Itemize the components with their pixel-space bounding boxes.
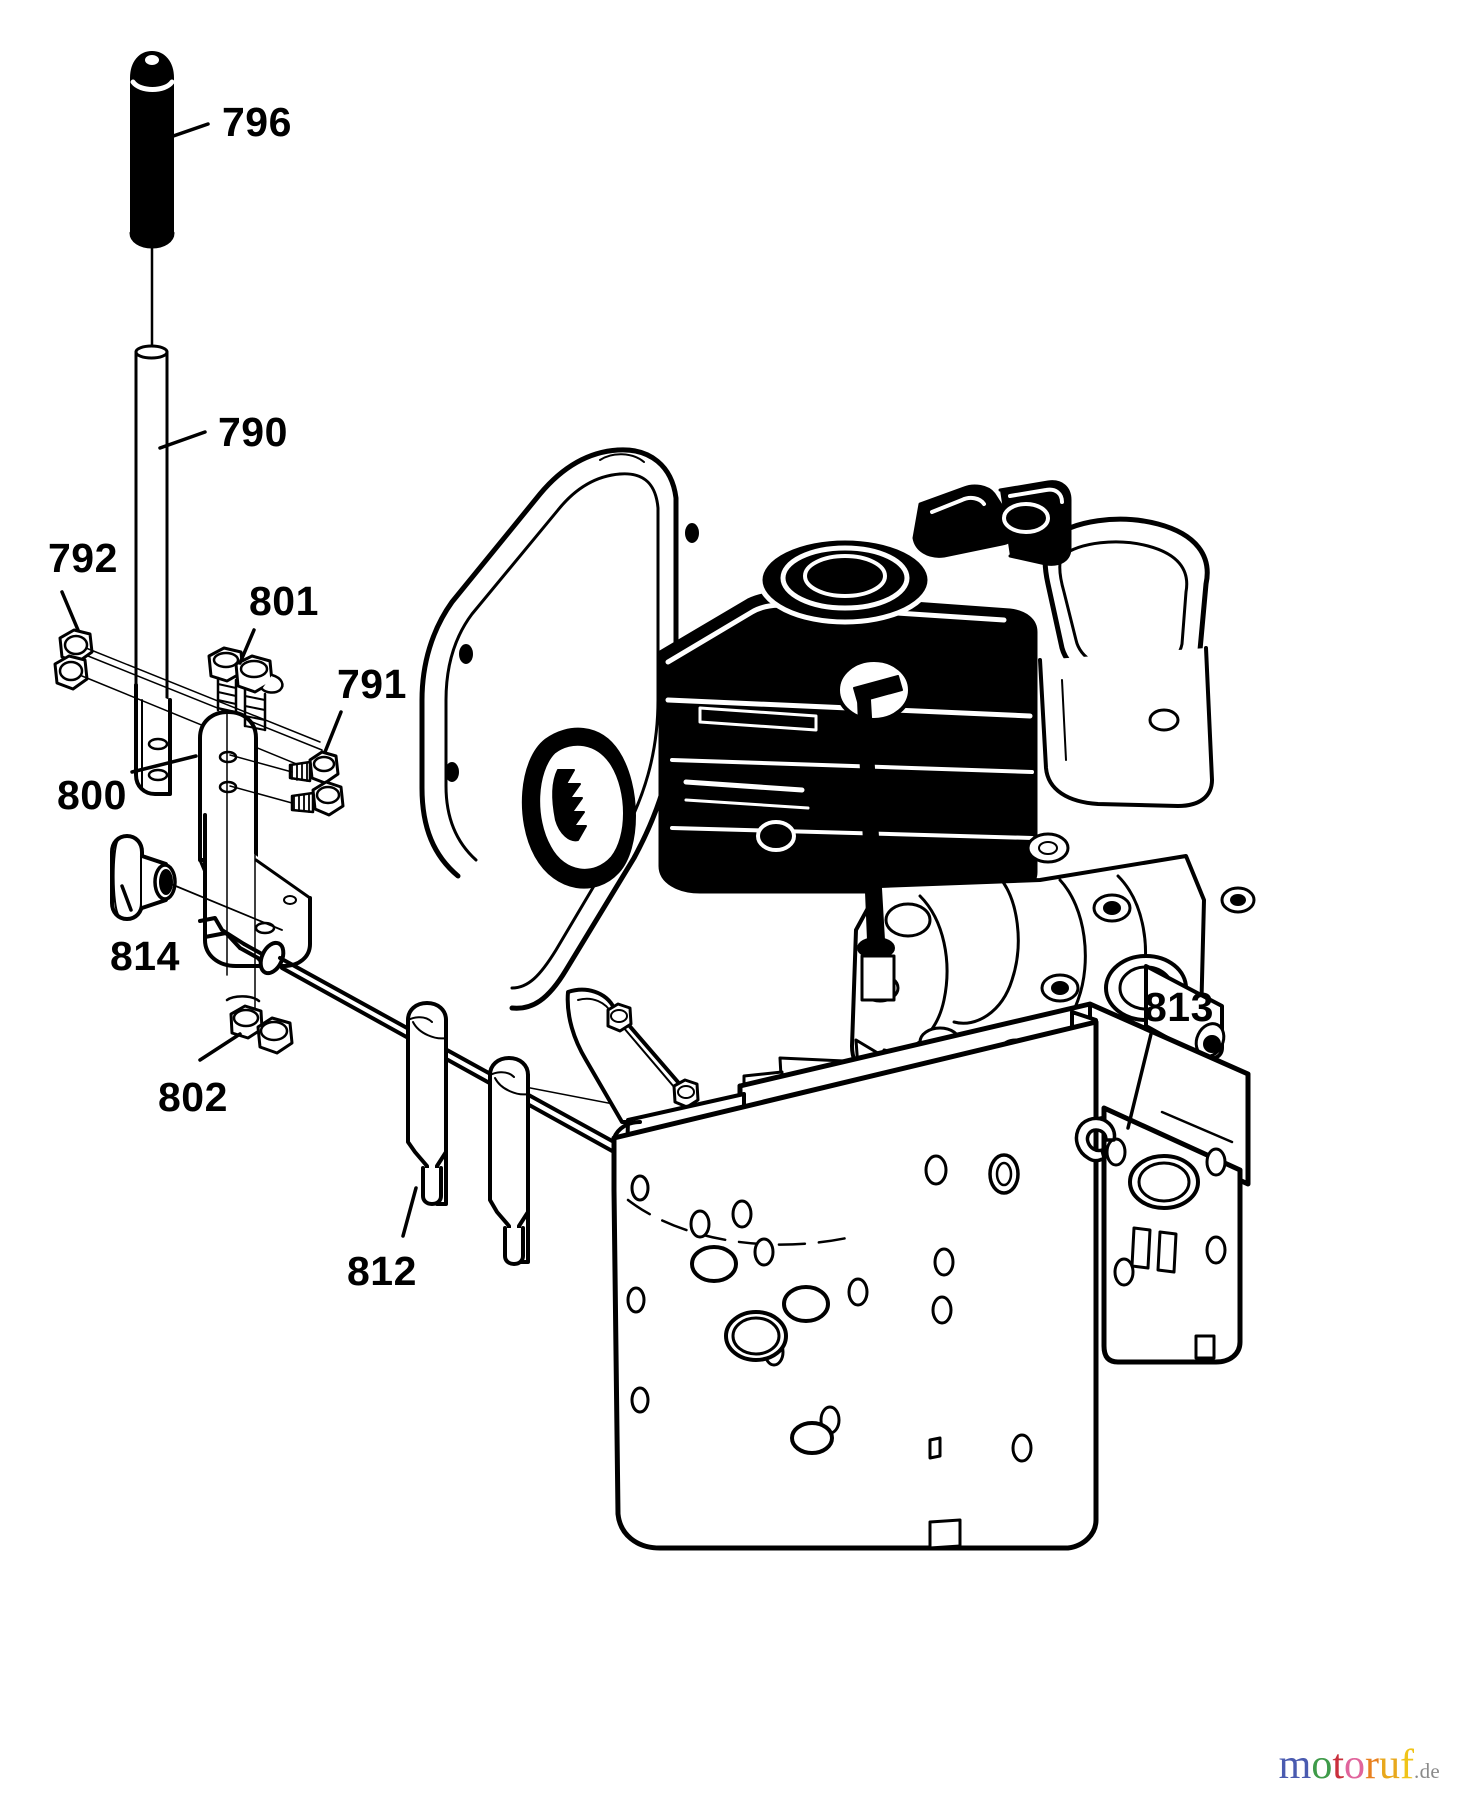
engine-shroud bbox=[912, 480, 1072, 566]
leader-790 bbox=[158, 430, 207, 450]
fork-yoke-pair bbox=[406, 1001, 530, 1266]
callout-802: 802 bbox=[158, 1074, 228, 1120]
hex-nut-pair-lower bbox=[225, 995, 294, 1055]
watermark-letter-t: t bbox=[1332, 1742, 1345, 1788]
callout-812: 812 bbox=[347, 1248, 417, 1294]
retaining-ring bbox=[988, 1116, 1117, 1195]
handle-grip bbox=[129, 51, 175, 249]
watermark-letter-o2: o bbox=[1344, 1742, 1366, 1788]
watermark-letter-f: f bbox=[1400, 1742, 1415, 1788]
leader-792 bbox=[60, 590, 80, 632]
leader-801 bbox=[238, 628, 256, 665]
hex-nut-pair-upper bbox=[53, 628, 323, 773]
watermark-letter-r: r bbox=[1365, 1742, 1380, 1788]
callout-813: 813 bbox=[1144, 984, 1214, 1030]
recoil-starter-housing bbox=[521, 727, 636, 889]
watermark-letter-o1: o bbox=[1311, 1742, 1333, 1788]
callout-792: 792 bbox=[48, 535, 118, 581]
callout-814: 814 bbox=[110, 933, 180, 979]
u-bracket bbox=[198, 710, 312, 968]
leader-814 bbox=[120, 884, 133, 912]
callout-796: 796 bbox=[222, 99, 292, 145]
callout-790: 790 bbox=[218, 409, 288, 455]
callout-800: 800 bbox=[57, 772, 127, 818]
leader-802 bbox=[198, 1032, 242, 1062]
leader-800 bbox=[130, 754, 198, 774]
hex-bolt-pair bbox=[207, 646, 284, 1011]
bushing-spacer bbox=[110, 834, 283, 931]
air-cleaner-housing bbox=[1038, 516, 1214, 808]
leader-796 bbox=[154, 122, 210, 144]
chassis-right-panel bbox=[1101, 1105, 1243, 1365]
control-rod bbox=[134, 244, 172, 796]
callout-leader-lines bbox=[60, 122, 1154, 1238]
engine-fuel-tank bbox=[658, 535, 1038, 894]
leader-813 bbox=[1126, 1028, 1154, 1130]
callout-801: 801 bbox=[249, 578, 319, 624]
chassis-left-panel bbox=[611, 1019, 1099, 1551]
watermark-tld: .de bbox=[1414, 1759, 1440, 1783]
callout-791: 791 bbox=[337, 661, 407, 707]
watermark-letter-m: m bbox=[1278, 1742, 1312, 1788]
watermark-letter-u: u bbox=[1379, 1742, 1401, 1788]
motoruf-watermark: motoruf.de bbox=[1279, 1744, 1440, 1786]
leader-812 bbox=[401, 1186, 418, 1238]
hex-bolt-washer-pair bbox=[229, 750, 345, 817]
leader-791 bbox=[323, 710, 343, 754]
